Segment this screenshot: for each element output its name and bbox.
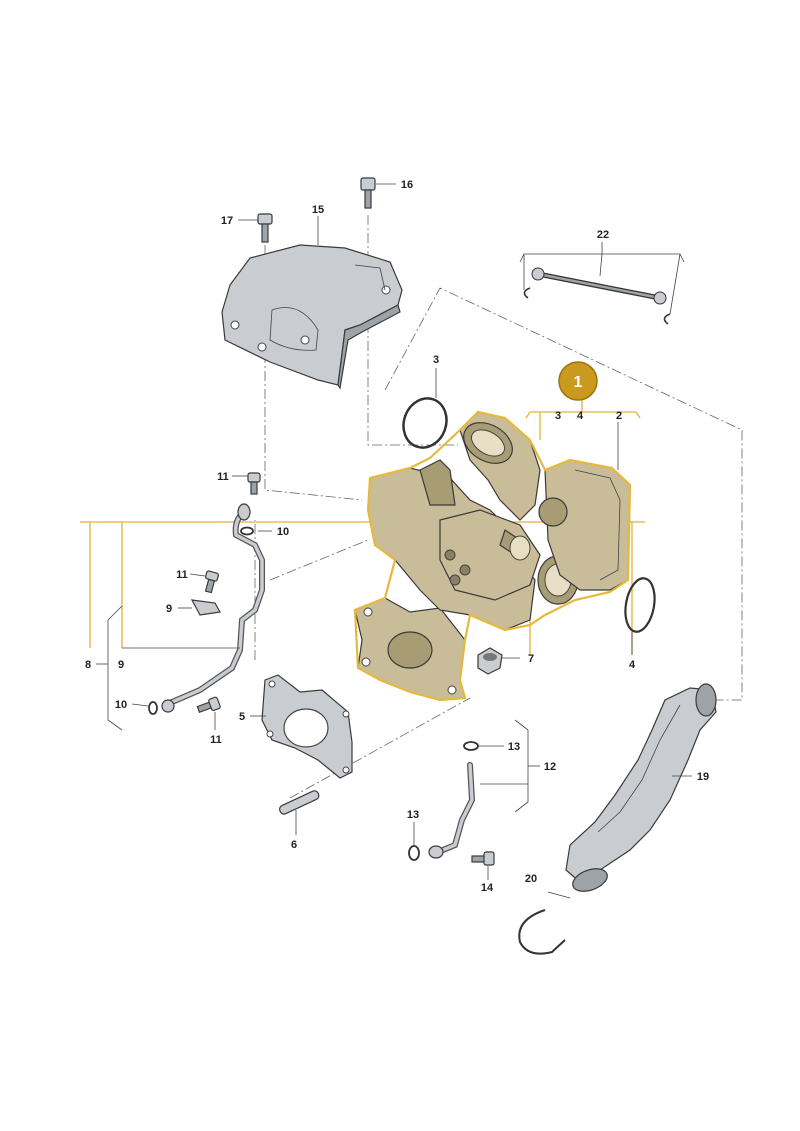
clip-icon xyxy=(190,599,221,616)
gasket-icon xyxy=(261,674,353,779)
callout-10-upper: 10 xyxy=(277,526,289,538)
linkage-rod-icon xyxy=(523,267,671,325)
callout-14: 14 xyxy=(481,882,494,894)
callout-11-middle: 11 xyxy=(176,569,188,581)
callout-20: 20 xyxy=(525,873,537,885)
turbocharger-icon xyxy=(353,410,632,702)
callout-11-upper: 11 xyxy=(217,471,229,483)
group-label-4: 4 xyxy=(577,410,584,422)
callout-12: 12 xyxy=(544,761,556,773)
callout-15: 15 xyxy=(312,204,324,216)
o-ring-icon xyxy=(240,526,254,536)
o-ring-icon xyxy=(463,741,479,751)
o-ring-icon xyxy=(148,701,158,715)
callout-22: 22 xyxy=(597,229,609,241)
hose-icon xyxy=(565,683,717,892)
callout-13-lower: 13 xyxy=(407,809,419,821)
callout-16: 16 xyxy=(401,179,413,191)
callout-7: 7 xyxy=(528,653,534,665)
nut-icon xyxy=(477,647,503,675)
callout-6: 6 xyxy=(291,839,297,851)
callout-5: 5 xyxy=(239,711,245,723)
callout-17: 17 xyxy=(221,215,233,227)
o-ring-icon xyxy=(402,397,448,449)
callout-9-clip: 9 xyxy=(166,603,172,615)
group-label-3: 3 xyxy=(555,410,561,422)
heat-shield-icon xyxy=(221,244,403,390)
callout-labels: 3 4 5 6 7 8 9 9 10 10 11 11 11 12 13 13 … xyxy=(85,179,709,894)
pipe-icon xyxy=(161,503,265,713)
clip-icon xyxy=(518,909,566,955)
badge-label: 1 xyxy=(574,374,583,391)
callout-8: 8 xyxy=(85,659,91,671)
callout-13-upper: 13 xyxy=(508,741,520,753)
stud-icon xyxy=(278,790,320,815)
o-ring-icon xyxy=(624,577,656,633)
callout-19: 19 xyxy=(697,771,709,783)
callout-4: 4 xyxy=(629,659,636,671)
leader-lines xyxy=(96,183,692,899)
bolt-icon xyxy=(471,851,495,866)
bolt-icon xyxy=(196,696,221,713)
bolt-icon xyxy=(247,472,261,495)
callout-11-lower: 11 xyxy=(210,734,222,746)
main-assembly-badge: 1 xyxy=(558,361,598,401)
callout-9: 9 xyxy=(118,659,124,671)
group-label-2: 2 xyxy=(616,410,622,422)
bolt-icon xyxy=(360,177,376,209)
pipe-icon xyxy=(428,762,476,859)
bolt-icon xyxy=(257,213,273,243)
callout-3: 3 xyxy=(433,354,439,366)
bolt-icon xyxy=(204,570,219,594)
callout-10-lower: 10 xyxy=(115,699,127,711)
o-ring-icon xyxy=(408,845,420,861)
